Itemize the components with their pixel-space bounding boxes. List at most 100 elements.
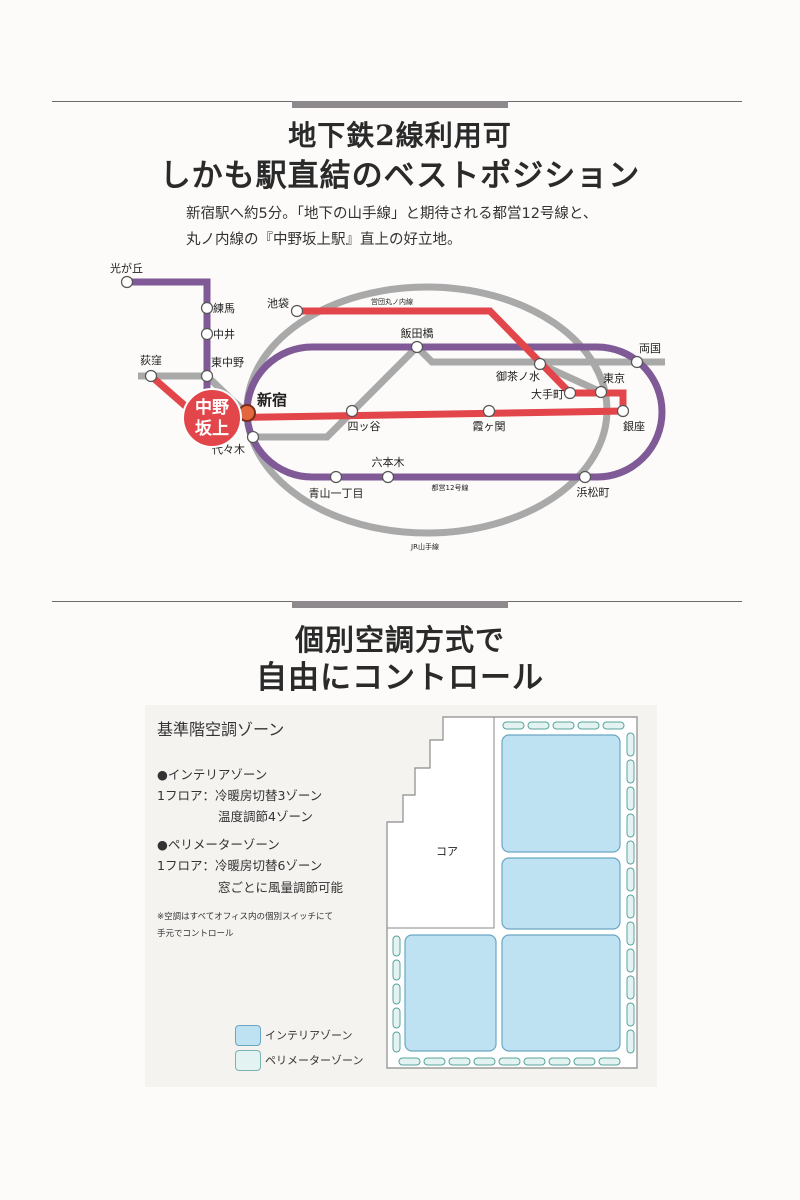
- legend-interior-label: インテリアゾーン: [265, 1029, 353, 1042]
- interior-heading: ●インテリアゾーン: [157, 767, 268, 782]
- perimeter-unit: [626, 867, 635, 892]
- perimeter-unit: [423, 1057, 446, 1066]
- station-ikebukuro-label: 池袋: [267, 296, 289, 310]
- station-yotsuya-label: 四ッ谷: [348, 420, 381, 433]
- perimeter-unit: [626, 1002, 635, 1027]
- perimeter-line2: 窓ごとに風量調節可能: [218, 880, 344, 895]
- interior-line2: 温度調節4ゾーン: [218, 809, 313, 824]
- perimeter-unit: [626, 813, 635, 838]
- station-kasumigaseki-dot: [482, 404, 496, 418]
- core-label: コア: [436, 845, 458, 858]
- station-ryogoku-dot: [630, 355, 644, 369]
- station-yotsuya-dot: [345, 404, 359, 418]
- perimeter-unit: [392, 1031, 401, 1053]
- perimeter-unit: [602, 721, 625, 730]
- section1-title-line2: しかも駅直結のベストポジション: [159, 158, 641, 194]
- hvac-heading: 基準階空調ゾーン: [157, 720, 285, 739]
- station-ogikubo-label: 荻窪: [140, 353, 162, 367]
- section1-desc-line2: 丸ノ内線の『中野坂上駅』直上の好立地。: [186, 232, 462, 248]
- station-kasumigaseki-label: 霞ヶ関: [473, 420, 506, 433]
- section1-desc-line1: 新宿駅へ約5分。「地下の山手線」と期待される都営12号線と、: [186, 206, 598, 222]
- legend-perimeter-label: ペリメーターゾーン: [265, 1054, 364, 1067]
- section2-title-line2: 自由にコントロール: [256, 660, 544, 696]
- toei12-loop-line: [243, 343, 666, 481]
- subway-map: 光が丘練馬中井東中野荻窪新宿代々木池袋飯田橋御茶ノ水両国東京大手町銀座四ッ谷霞ヶ…: [110, 261, 666, 551]
- interior-zone: [501, 934, 621, 1052]
- station-aoyama-dot: [329, 470, 343, 484]
- floor-plan: コア: [386, 716, 638, 1069]
- toei12-line-label: 都営12号線: [432, 483, 469, 492]
- station-hamamatsucho-dot: [578, 470, 592, 484]
- perimeter-unit: [626, 975, 635, 1000]
- interior-zone: [404, 934, 497, 1052]
- perimeter-unit: [626, 840, 635, 865]
- perimeter-unit: [392, 935, 401, 957]
- perimeter-unit: [392, 983, 401, 1005]
- perimeter-unit: [626, 1029, 635, 1054]
- station-roppongi-label: 六本木: [372, 455, 405, 469]
- perimeter-unit: [498, 1057, 521, 1066]
- perimeter-unit: [473, 1057, 496, 1066]
- perimeter-unit: [392, 1007, 401, 1029]
- station-tokyo-label: 東京: [603, 371, 625, 385]
- perimeter-unit: [552, 721, 575, 730]
- station-otemachi-label: 大手町: [531, 387, 564, 401]
- note-line2: 手元でコントロール: [157, 929, 234, 939]
- perimeter-unit: [626, 921, 635, 946]
- perimeter-unit: [626, 732, 635, 757]
- station-ginza-dot: [616, 404, 630, 418]
- station-yoyogi-dot: [246, 430, 260, 444]
- station-ryogoku-label: 両国: [639, 342, 661, 355]
- station-nakai-dot: [200, 327, 214, 341]
- perimeter-unit: [626, 894, 635, 919]
- perimeter-unit: [523, 1057, 546, 1066]
- perimeter-unit: [392, 959, 401, 981]
- station-ikebukuro-dot: [290, 304, 304, 318]
- perimeter-unit: [626, 786, 635, 811]
- station-ginza-label: 銀座: [623, 419, 645, 433]
- perimeter-unit: [398, 1057, 421, 1066]
- station-ochanomizu-dot: [533, 357, 547, 371]
- section-tab: [292, 101, 508, 108]
- note-line1: ※空調はすべてオフィス内の個別スイッチにて: [157, 912, 334, 922]
- interior-zone: [501, 734, 621, 853]
- station-roppongi-dot: [381, 470, 395, 484]
- legend-perimeter-swatch: [235, 1050, 261, 1071]
- station-hikarigaoka-label: 光が丘: [110, 261, 143, 275]
- station-tokyo-dot: [594, 385, 608, 399]
- perimeter-line1: 1フロア：冷暖房切替6ゾーン: [157, 858, 323, 873]
- section1-title-line1: 地下鉄2線利用可: [288, 119, 512, 152]
- perimeter-unit: [502, 721, 525, 730]
- perimeter-unit: [573, 1057, 596, 1066]
- station-aoyama-label: 青山一丁目: [309, 487, 364, 500]
- nakanosakaue-marker: [182, 388, 242, 448]
- station-hamamatsucho-label: 浜松町: [577, 485, 610, 499]
- interior-line1: 1フロア：冷暖房切替3ゾーン: [157, 788, 323, 803]
- interior-zone: [501, 857, 621, 930]
- station-higashinakano-label: 東中野: [211, 356, 244, 369]
- perimeter-unit: [598, 1057, 621, 1066]
- legend-interior-swatch: [235, 1025, 261, 1046]
- station-iidabashi-label: 飯田橋: [401, 326, 434, 340]
- nakanosakaue-label-line2: 坂上: [195, 419, 229, 439]
- perimeter-unit: [577, 721, 600, 730]
- nakanosakaue-label-line1: 中野: [195, 397, 229, 418]
- station-ochanomizu-label: 御茶ノ水: [496, 369, 540, 383]
- core-divider: [387, 717, 495, 929]
- section2-title-line1: 個別空調方式で: [294, 623, 505, 657]
- yamanote-line-label: JR山手線: [410, 542, 439, 551]
- marunouchi-line-label: 営団丸ノ内線: [371, 297, 413, 306]
- station-nakai-label: 中井: [213, 327, 235, 341]
- perimeter-unit: [448, 1057, 471, 1066]
- station-nerima-label: 練馬: [213, 301, 235, 315]
- perimeter-unit: [527, 721, 550, 730]
- station-otemachi-dot: [563, 386, 577, 400]
- station-hikarigaoka-dot: [120, 275, 134, 289]
- perimeter-heading: ●ペリメーターゾーン: [157, 837, 280, 852]
- station-ogikubo-dot: [144, 369, 158, 383]
- section-tab: [292, 601, 508, 608]
- station-shinjuku-label: 新宿: [257, 391, 287, 409]
- station-nerima-dot: [200, 301, 214, 315]
- station-iidabashi-dot: [410, 340, 424, 354]
- perimeter-unit: [626, 948, 635, 973]
